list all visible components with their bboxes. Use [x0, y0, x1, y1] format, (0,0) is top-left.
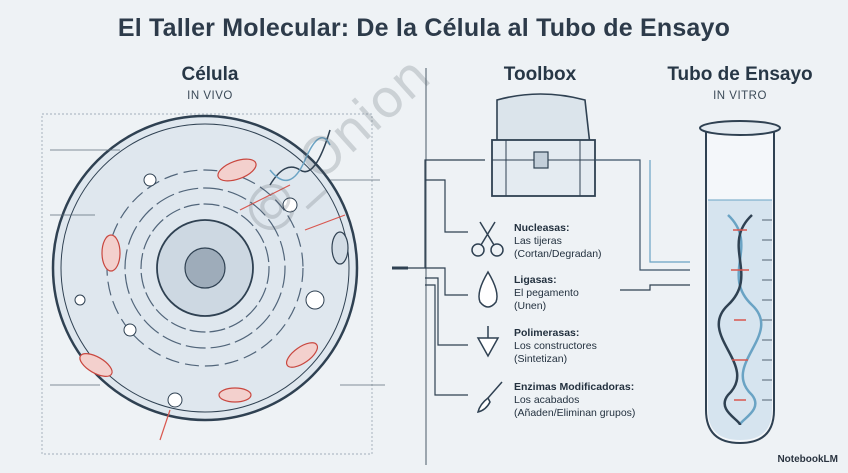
tool-desc: Los acabados — [514, 394, 580, 406]
glue-drop-icon — [478, 270, 498, 308]
tool-desc: El pegamento — [514, 287, 579, 299]
tool-name: Ligasas: — [514, 274, 557, 286]
tool-nucleasas: Nucleasas: Las tijeras (Cortan/Degradan) — [514, 222, 602, 261]
tool-name: Nucleasas: — [514, 222, 570, 234]
cell-illustration — [41, 113, 408, 455]
tool-ligasas: Ligasas: El pegamento (Unen) — [514, 274, 579, 313]
toolbox-chest-icon — [491, 93, 596, 197]
nucleolus — [184, 247, 226, 289]
cell-subtitle: IN VIVO — [187, 90, 233, 102]
tool-effect: (Añaden/Eliminan grupos) — [514, 407, 636, 419]
scissors-icon — [471, 221, 504, 257]
trowel-icon — [476, 326, 500, 358]
page-title: El Taller Molecular: De la Célula al Tub… — [117, 14, 731, 42]
tube-title: Tubo de Ensayo — [667, 64, 813, 85]
toolbox-title: Toolbox — [503, 64, 577, 85]
connector-lines — [408, 159, 690, 396]
cell-title: Célula — [181, 64, 239, 85]
tool-enzimas-modificadoras: Enzimas Modificadoras: Los acabados (Aña… — [514, 381, 635, 420]
test-tube — [699, 120, 781, 445]
brand-logo: NotebookLM — [777, 454, 838, 465]
tool-effect: (Sintetizan) — [514, 353, 568, 365]
tool-name: Polimerasas: — [514, 327, 580, 339]
paintbrush-icon — [476, 381, 503, 414]
tool-polimerasas: Polimerasas: Los constructores (Sintetiz… — [514, 327, 597, 366]
tube-subtitle: IN VITRO — [713, 90, 767, 102]
tool-desc: Las tijeras — [514, 235, 562, 247]
tool-name: Enzimas Modificadoras: — [514, 381, 635, 393]
tool-desc: Los constructores — [514, 340, 597, 352]
tool-effect: (Cortan/Degradan) — [514, 248, 602, 260]
tool-effect: (Unen) — [514, 300, 547, 312]
